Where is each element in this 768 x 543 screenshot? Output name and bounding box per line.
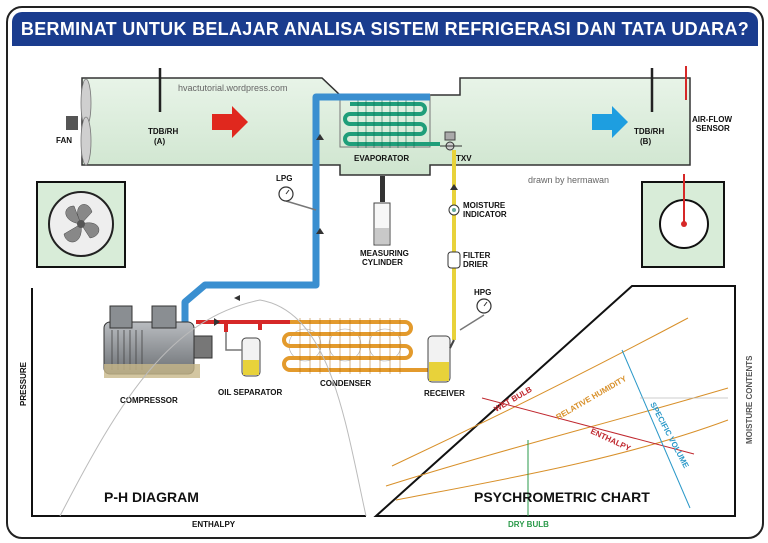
evaporator-coil: EVAPORATOR — [339, 94, 440, 163]
filter-drier: FILTER DRIER — [447, 251, 491, 269]
watermark-text: hvactutorial.wordpress.com — [178, 83, 288, 93]
oil-separator: OIL SEPARATOR — [218, 332, 283, 397]
txv-label: TXV — [456, 154, 472, 163]
discharge-line — [196, 320, 290, 332]
airflow-sensor: AIR-FLOW SENSOR — [685, 66, 732, 133]
page-title: BERMINAT UNTUK BELAJAR ANALISA SISTEM RE… — [20, 18, 750, 39]
moisture-contents-label: MOISTURE CONTENTS — [745, 355, 754, 444]
oil-separator-label: OIL SEPARATOR — [218, 388, 283, 397]
tdb-rh-sensor-b: TDB/RH (B) — [634, 68, 664, 146]
credit-text: drawn by hermawan — [528, 175, 609, 185]
moisture-indicator: MOISTURE INDICATOR — [448, 201, 507, 219]
psychrometric-title: PSYCHROMETRIC CHART — [474, 489, 650, 505]
moisture-label-1: MOISTURE — [463, 201, 506, 210]
title-bar: BERMINAT UNTUK BELAJAR ANALISA SISTEM RE… — [12, 12, 758, 46]
airflow-in-arrow — [212, 106, 248, 138]
psychrometric-chart: WET BULB RELATIVE HUMIDITY ENTHALPY SPEC… — [373, 285, 754, 529]
filter-label-1: FILTER — [463, 251, 491, 260]
tdb-b-label-1: TDB/RH — [634, 127, 664, 136]
condenser: CONDENSER — [282, 318, 428, 388]
dry-bulb-label: DRY BULB — [508, 520, 549, 529]
filter-label-2: DRIER — [463, 260, 488, 269]
fan-front-view — [36, 181, 126, 268]
tdb-a-label-2: (A) — [154, 137, 165, 146]
hpg-label: HPG — [474, 288, 491, 297]
airflow-out-arrow — [592, 106, 628, 138]
receiver: RECEIVER — [424, 335, 465, 398]
txv-valve: TXV — [440, 131, 472, 163]
measuring-cylinder: MEASURING CYLINDER — [360, 176, 409, 267]
suction-flow-arrows — [234, 134, 324, 301]
sensor-front-view — [641, 174, 725, 268]
ph-diagram-title: P-H DIAGRAM — [104, 489, 199, 505]
tdb-a-label-1: TDB/RH — [148, 127, 178, 136]
pressure-axis-label: PRESSURE — [19, 361, 28, 406]
receiver-label: RECEIVER — [424, 389, 465, 398]
airflow-label-1: AIR-FLOW — [692, 115, 732, 124]
discharge-flow-arrow — [214, 318, 220, 326]
hpg-gauge: HPG — [459, 288, 492, 331]
compressor-label: COMPRESSOR — [120, 396, 178, 405]
measuring-label-2: CYLINDER — [362, 258, 403, 267]
evaporator-label: EVAPORATOR — [354, 154, 409, 163]
tdb-b-label-2: (B) — [640, 137, 651, 146]
liquid-flow-arrow — [450, 184, 458, 190]
fan: FAN — [56, 78, 92, 166]
lpg-label: LPG — [276, 174, 292, 183]
measuring-label-1: MEASURING — [360, 249, 409, 258]
lpg-gauge: LPG — [276, 174, 317, 211]
fan-label: FAN — [56, 136, 72, 145]
enthalpy-axis-label: ENTHALPY — [192, 520, 236, 529]
suction-line — [181, 93, 430, 330]
condenser-label: CONDENSER — [320, 379, 371, 388]
tdb-rh-sensor-a: TDB/RH (A) — [148, 68, 178, 146]
airflow-label-2: SENSOR — [696, 124, 730, 133]
moisture-label-2: INDICATOR — [463, 210, 507, 219]
compressor: COMPRESSOR — [103, 305, 213, 405]
ph-diagram: P-H DIAGRAM PRESSURE ENTHALPY — [19, 288, 367, 529]
